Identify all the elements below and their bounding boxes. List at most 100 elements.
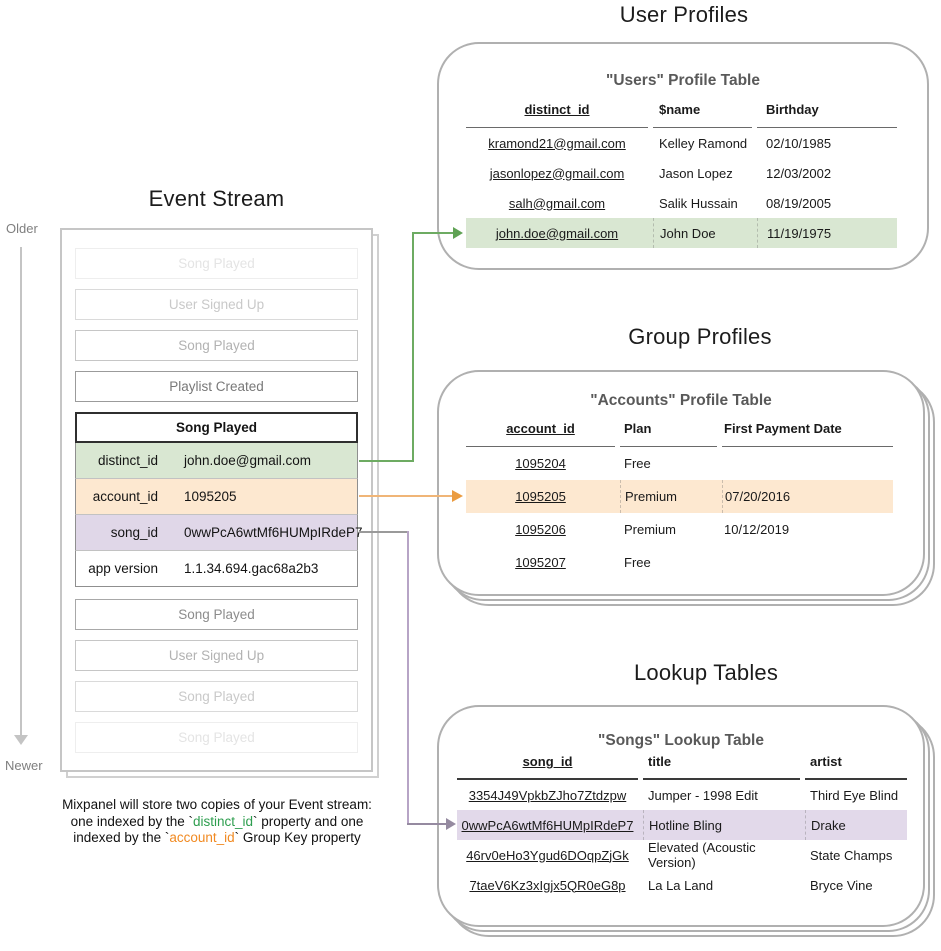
property-key: account_id xyxy=(92,489,158,504)
cell: Jumper - 1998 Edit xyxy=(648,787,758,803)
event-row: Song Played xyxy=(75,599,358,630)
caption-line-1: Mixpanel will store two copies of your E… xyxy=(62,797,372,812)
table-row: 1095206 Premium 10/12/2019 xyxy=(466,513,893,546)
event-stream-box: Song Played User Signed Up Song Played P… xyxy=(60,228,373,772)
cell: 1095205 xyxy=(515,489,566,504)
cell: 08/19/2005 xyxy=(766,195,832,211)
cell: Free xyxy=(624,555,651,570)
event-property-account-id: account_id 1095205 xyxy=(75,479,358,515)
table-row: 1095204 Free xyxy=(466,447,893,480)
cell: 11/19/1975 xyxy=(757,218,897,248)
caption: Mixpanel will store two copies of your E… xyxy=(28,797,406,847)
event-property-song-id: song_id 0wwPcA6wtMf6HUMpIRdeP7 xyxy=(75,515,363,551)
table-header-row: distinct_id $name Birthday xyxy=(466,100,897,128)
cell: State Champs xyxy=(810,847,893,863)
cell: 12/03/2002 xyxy=(766,165,832,181)
table-header-row: account_id Plan First Payment Date xyxy=(466,419,893,447)
purple-arrow-icon xyxy=(446,818,456,830)
songs-table: song_id title artist 3354J49VpkbZJho7Ztd… xyxy=(457,752,907,900)
orange-arrow-icon xyxy=(452,490,463,502)
purple-connector-segment xyxy=(407,823,447,825)
caption-line-3: indexed by the `account_id` Group Key pr… xyxy=(28,830,406,847)
group-profiles-title: Group Profiles xyxy=(628,324,772,349)
event-row: Song Played xyxy=(75,722,358,753)
cell: Premium xyxy=(624,522,677,537)
users-table: distinct_id $name Birthday kramond21@gma… xyxy=(466,100,897,248)
cell: 7taeV6Kz3xIgjx5QR0eG8p xyxy=(469,877,626,893)
expanded-event-card: Song Played distinct_id john.doe@gmail.c… xyxy=(75,412,363,587)
users-table-title: "Users" Profile Table xyxy=(606,72,760,89)
green-connector-segment xyxy=(412,232,454,234)
cell: 10/12/2019 xyxy=(724,522,790,537)
column-header: First Payment Date xyxy=(722,419,893,447)
songs-table-title: "Songs" Lookup Table xyxy=(598,732,764,749)
accounts-table-title: "Accounts" Profile Table xyxy=(590,392,772,409)
green-connector-segment xyxy=(359,460,414,462)
property-key: song_id xyxy=(110,525,158,540)
green-connector-segment xyxy=(412,232,414,462)
cell: 46rv0eHo3Ygud6DOqpZjGk xyxy=(466,847,629,863)
column-header: distinct_id xyxy=(466,100,648,128)
property-key: distinct_id xyxy=(97,453,158,468)
cell: salh@gmail.com xyxy=(508,195,606,211)
event-row: User Signed Up xyxy=(75,640,358,671)
cell: 1095207 xyxy=(515,555,566,570)
cell: 0wwPcA6wtMf6HUMpIRdeP7 xyxy=(461,817,634,833)
user-profiles-title: User Profiles xyxy=(619,2,749,27)
cell: Kelley Ramond xyxy=(659,135,748,151)
table-row: salh@gmail.com Salik Hussain 08/19/2005 xyxy=(466,188,897,218)
expanded-event-name: Song Played xyxy=(75,412,358,443)
property-value: john.doe@gmail.com xyxy=(184,453,312,468)
cell: Third Eye Blind xyxy=(810,787,899,803)
event-property-app-version: app version 1.1.34.694.gac68a2b3 xyxy=(75,551,358,587)
column-header: title xyxy=(643,752,800,780)
property-key: app version xyxy=(88,561,158,576)
table-row: jasonlopez@gmail.com Jason Lopez 12/03/2… xyxy=(466,158,897,188)
cell: Free xyxy=(624,456,651,471)
column-header: song_id xyxy=(457,752,638,780)
caption-line-2: one indexed by the `distinct_id` propert… xyxy=(28,814,406,831)
caption-text: ` property and one xyxy=(253,813,364,829)
column-header: artist xyxy=(805,752,907,780)
column-header: $name xyxy=(653,100,752,128)
cell: John Doe xyxy=(653,218,752,248)
cell: Hotline Bling xyxy=(643,810,800,840)
purple-connector-segment xyxy=(407,531,409,825)
table-row-highlighted: 0wwPcA6wtMf6HUMpIRdeP7 Hotline Bling Dra… xyxy=(457,810,907,840)
property-value: 1.1.34.694.gac68a2b3 xyxy=(184,561,319,576)
event-row: User Signed Up xyxy=(75,289,358,320)
property-value: 1095205 xyxy=(184,489,237,504)
cell: 3354J49VpkbZJho7Ztdzpw xyxy=(468,787,627,803)
table-row: 46rv0eHo3Ygud6DOqpZjGk Elevated (Acousti… xyxy=(457,840,907,870)
cell: Salik Hussain xyxy=(659,195,738,211)
table-row: 3354J49VpkbZJho7Ztdzpw Jumper - 1998 Edi… xyxy=(457,780,907,810)
caption-text: ` Group Key property xyxy=(234,830,361,845)
table-header-row: song_id title artist xyxy=(457,752,907,780)
column-header: Birthday xyxy=(757,100,897,128)
cell: Elevated (Acoustic Version) xyxy=(648,840,756,870)
column-header: Plan xyxy=(620,419,717,447)
cell: 02/10/1985 xyxy=(766,135,832,151)
caption-text: one indexed by the ` xyxy=(70,813,193,829)
event-property-distinct-id: distinct_id john.doe@gmail.com xyxy=(75,443,358,479)
lookup-tables-title: Lookup Tables xyxy=(633,660,779,685)
cell: Jason Lopez xyxy=(659,165,733,181)
newer-label: Newer xyxy=(5,758,43,773)
green-arrow-icon xyxy=(453,227,463,239)
table-row: 1095207 Free xyxy=(466,546,893,579)
event-row: Song Played xyxy=(75,248,358,279)
cell: Drake xyxy=(805,810,907,840)
cell: Bryce Vine xyxy=(810,877,873,893)
distinct-id-token: distinct_id xyxy=(192,813,254,829)
table-row-highlighted: 1095205 Premium 07/20/2016 xyxy=(466,480,893,513)
cell: La La Land xyxy=(648,877,714,893)
cell: 1095204 xyxy=(515,456,566,471)
cell: john.doe@gmail.com xyxy=(495,225,619,241)
cell: 07/20/2016 xyxy=(722,480,893,513)
event-stream-title: Event Stream xyxy=(148,186,285,211)
event-row: Song Played xyxy=(75,330,358,361)
timeline-arrow-down-icon xyxy=(14,735,28,745)
timeline-line xyxy=(20,247,22,735)
property-value: 0wwPcA6wtMf6HUMpIRdeP7 xyxy=(184,525,363,540)
